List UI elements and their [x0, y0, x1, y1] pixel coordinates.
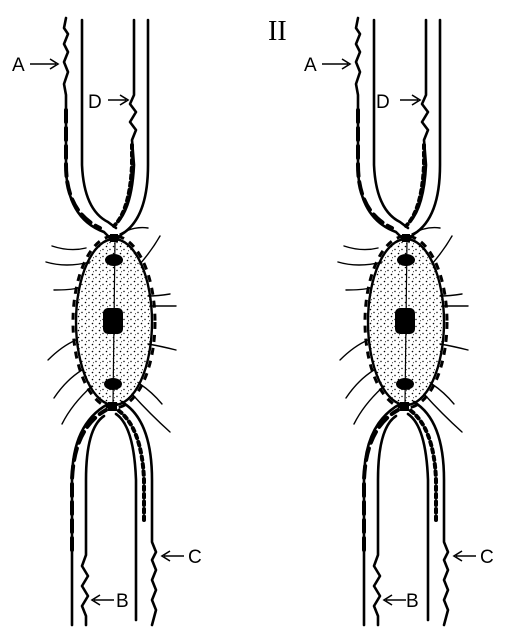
right-label-d: D	[376, 92, 390, 113]
left-label-d: D	[88, 92, 102, 113]
right-label-c: C	[480, 547, 494, 568]
panel-label-right: II	[268, 16, 287, 47]
left-structure	[30, 18, 184, 625]
left-label-a: A	[12, 55, 25, 76]
left-label-b: B	[116, 591, 129, 612]
right-label-b: B	[406, 591, 419, 612]
left-label-c: C	[188, 547, 202, 568]
right-label-a: A	[304, 55, 317, 76]
panel-right: A D B C II	[268, 16, 494, 625]
right-structure	[322, 18, 476, 625]
panel-left: A D B C	[12, 18, 202, 625]
